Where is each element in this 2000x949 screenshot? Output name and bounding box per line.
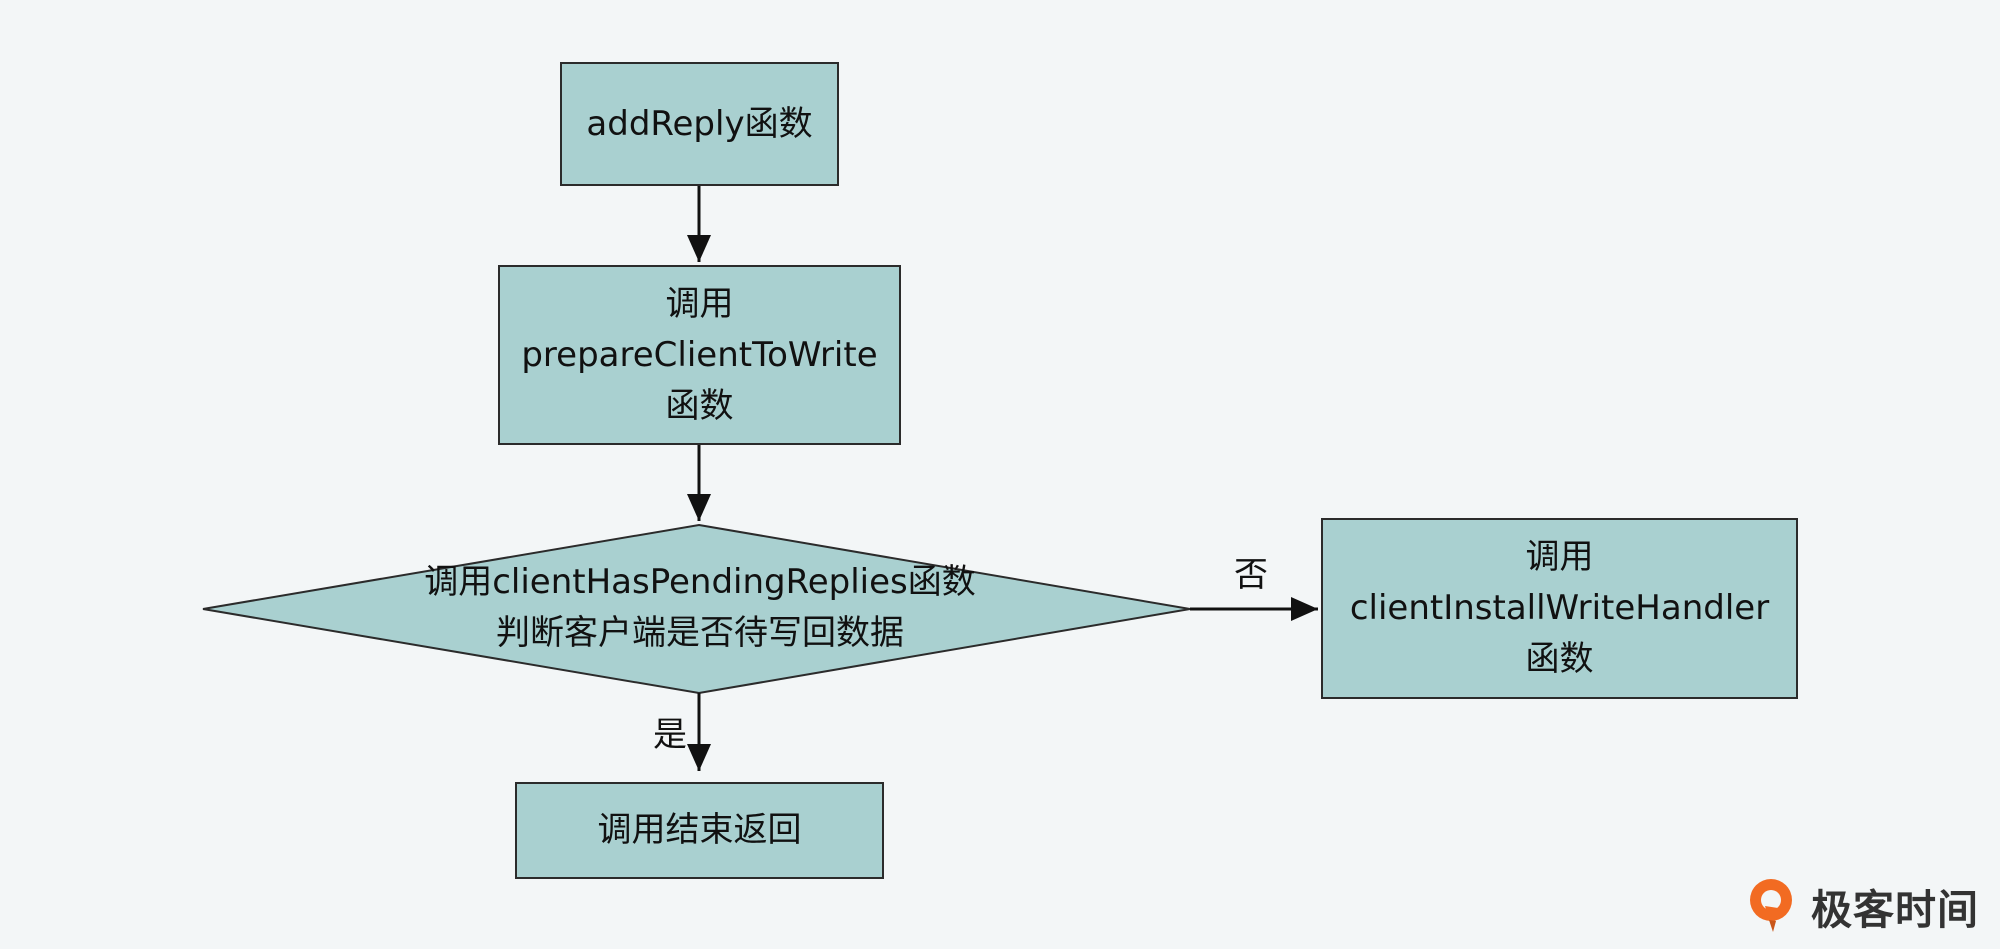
geektime-logo-text: 极客时间: [1811, 886, 1979, 934]
decision-line-1: 调用clientHasPendingReplies函数: [424, 562, 976, 602]
geektime-logo-icon: [1750, 879, 1792, 932]
decision-line-2: 判断客户端是否待写回数据: [496, 613, 904, 653]
prepare-line-3: 函数: [665, 385, 734, 426]
addreply-node: addReply函数: [560, 62, 839, 186]
prepare-line-1: 调用: [665, 283, 734, 324]
decision-node-text: 调用clientHasPendingReplies函数 判断客户端是否待写回数据: [360, 555, 1040, 661]
addreply-line-1: addReply函数: [586, 103, 813, 144]
geektime-logo: 极客时间: [1745, 876, 1979, 936]
prepare-client-node: 调用 prepareClientToWrite 函数: [498, 265, 901, 445]
end-line-1: 调用结束返回: [597, 810, 802, 850]
yes-edge-label: 是: [653, 715, 687, 755]
install-line-1: 调用: [1525, 537, 1594, 577]
install-line-2: clientInstallWriteHandler: [1349, 588, 1770, 628]
prepare-line-2: prepareClientToWrite: [521, 334, 878, 375]
end-node: 调用结束返回: [515, 782, 884, 879]
no-edge-label: 否: [1234, 555, 1268, 595]
install-line-3: 函数: [1525, 639, 1594, 679]
install-handler-node: 调用 clientInstallWriteHandler 函数: [1321, 518, 1798, 699]
